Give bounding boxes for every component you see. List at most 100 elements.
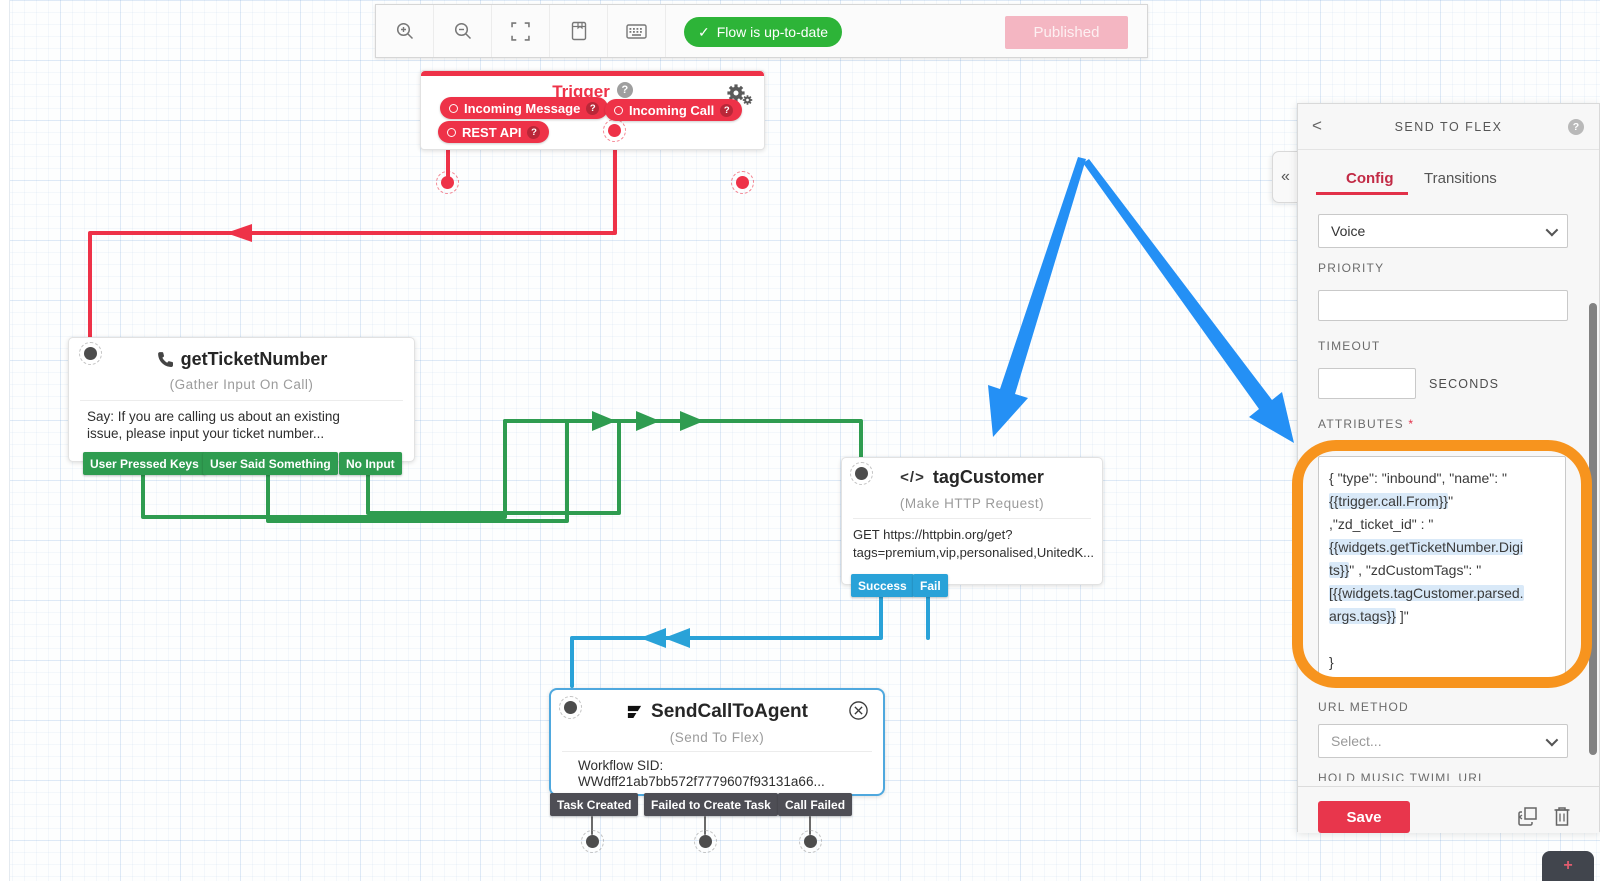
canvas-toolbar: ✓ Flow is up-to-date Published [375, 4, 1148, 58]
panel-title: SEND TO FLEX [1394, 120, 1503, 134]
fit-screen-button[interactable] [492, 5, 550, 57]
zoom-out-button[interactable] [434, 5, 492, 57]
widget-get-ticket-number[interactable]: getTicketNumber (Gather Input On Call) S… [68, 337, 415, 462]
transition-port-icon [447, 127, 456, 137]
connector-incoming-call [88, 136, 617, 342]
tab-transitions[interactable]: Transitions [1424, 170, 1497, 187]
transition-label: Incoming Message [464, 100, 581, 116]
help-icon[interactable]: ? [586, 101, 600, 115]
annotation-arrow-right [1083, 159, 1294, 443]
seconds-label: SECONDS [1429, 377, 1500, 391]
flex-icon [627, 705, 642, 718]
port-incoming-message[interactable] [436, 171, 459, 194]
port-incoming-call[interactable] [603, 119, 626, 142]
arrowhead-green-2 [636, 411, 660, 431]
required-asterisk: * [1408, 417, 1415, 431]
transition-label: Incoming Call [629, 102, 715, 118]
connector-green-main [503, 419, 863, 466]
plus-icon: + [1563, 857, 1573, 874]
transition-user-said-something[interactable]: User Said Something [203, 452, 338, 475]
transition-user-pressed-keys[interactable]: User Pressed Keys [83, 452, 206, 475]
arrowhead-blue-2 [664, 628, 690, 648]
arrowhead-green-3 [680, 411, 704, 431]
check-icon: ✓ [698, 23, 710, 40]
port-get-ticket-number-in[interactable] [79, 342, 102, 365]
help-icon[interactable]: ? [1568, 119, 1584, 135]
port-tag-customer-in[interactable] [850, 462, 873, 485]
widget-body: Workflow SID: WWdff21ab7bb572f7779607f93… [578, 758, 873, 789]
widget-type: (Make HTTP Request) [899, 496, 1045, 511]
hold-music-label-clipped: HOLD MUSIC TWIML URL [1318, 769, 1568, 781]
transition-call-failed[interactable]: Call Failed [778, 793, 853, 816]
zoom-in-icon [396, 22, 413, 40]
transition-fail[interactable]: Fail [913, 574, 948, 597]
help-icon[interactable]: ? [720, 103, 734, 117]
trigger-help-icon[interactable]: ? [616, 82, 633, 98]
changelog-button[interactable] [550, 5, 608, 57]
published-button[interactable]: Published [1005, 16, 1128, 49]
canvas-left-edge [0, 0, 10, 881]
hold-music-label: HOLD MUSIC TWIML URL [1318, 771, 1487, 781]
deselect-icon[interactable] [848, 700, 869, 721]
zoom-in-button[interactable] [376, 5, 434, 57]
gear-icon[interactable] [726, 82, 753, 107]
attributes-label-text: ATTRIBUTES [1318, 417, 1404, 431]
body-line: GET https://httpbin.org/get? [853, 527, 1013, 542]
code-icon: </> [900, 469, 925, 486]
widget-body: Say: If you are calling us about an exis… [87, 408, 400, 442]
back-icon[interactable]: < [1312, 116, 1322, 135]
panel-collapse-button[interactable]: « [1272, 151, 1298, 203]
delete-widget-icon[interactable] [1552, 805, 1572, 827]
widget-title: </> tagCustomer [842, 467, 1102, 488]
timeout-input[interactable] [1318, 368, 1416, 399]
transition-label: REST API [462, 124, 522, 140]
port-task-created[interactable] [581, 830, 604, 853]
transition-success[interactable]: Success [851, 574, 914, 597]
transition-incoming-call[interactable]: Incoming Call ? [605, 99, 743, 121]
transition-no-input[interactable]: No Input [339, 452, 402, 475]
fit-screen-icon [511, 21, 530, 41]
divider [853, 518, 1091, 519]
url-method-select[interactable]: Select... [1318, 724, 1568, 758]
url-method-value: Select... [1331, 733, 1382, 749]
trigger-title: Trigger ? [421, 82, 764, 102]
active-tab-underline [1316, 192, 1408, 195]
tab-config[interactable]: Config [1346, 170, 1394, 187]
port-failed-to-create-task[interactable] [694, 830, 717, 853]
widget-send-call-to-agent[interactable]: SendCallToAgent (Send To Flex) Workflow … [549, 688, 885, 796]
divider [80, 400, 403, 401]
attributes-label: ATTRIBUTES * [1318, 417, 1414, 431]
transition-label: User Pressed Keys [90, 456, 199, 471]
widget-tag-customer[interactable]: </> tagCustomer (Make HTTP Request) GET … [841, 457, 1103, 585]
transition-incoming-message[interactable]: Incoming Message ? [440, 97, 609, 119]
zoom-out-icon [454, 22, 471, 40]
channel-select[interactable]: Voice [1318, 214, 1568, 248]
phone-icon [157, 352, 173, 367]
body-line: WWdff21ab7bb572f7779607f93131a66... [578, 773, 825, 789]
port-call-failed[interactable] [799, 830, 822, 853]
widget-name: SendCallToAgent [651, 701, 808, 722]
help-icon[interactable]: ? [527, 125, 541, 139]
transition-label: User Said Something [210, 456, 331, 471]
chevron-down-icon [1545, 733, 1559, 746]
panel-footer: Save [1298, 786, 1599, 833]
channel-select-value: Voice [1331, 223, 1366, 239]
chevron-down-icon [1545, 223, 1559, 236]
attributes-editor[interactable]: { "type": "inbound", "name": " {{trigger… [1318, 456, 1566, 684]
divider [562, 751, 872, 752]
save-button[interactable]: Save [1318, 801, 1410, 833]
duplicate-widget-icon[interactable] [1517, 805, 1539, 827]
transition-task-created[interactable]: Task Created [550, 793, 639, 816]
keyboard-shortcuts-button[interactable] [608, 5, 666, 57]
transition-rest-api[interactable]: REST API ? [438, 121, 550, 143]
transition-port-icon [614, 105, 623, 115]
body-line: issue, please input your ticket number..… [87, 426, 325, 441]
panel-scrollbar-thumb[interactable] [1589, 303, 1597, 755]
port-rest-api[interactable] [731, 171, 754, 194]
priority-input[interactable] [1318, 290, 1568, 321]
transition-failed-to-create-task[interactable]: Failed to Create Task [644, 793, 778, 816]
panel-header: < SEND TO FLEX ? [1298, 104, 1599, 150]
trigger-title-text: Trigger [552, 82, 610, 101]
port-send-call-in[interactable] [559, 696, 582, 719]
add-widget-button[interactable]: + [1542, 851, 1594, 881]
